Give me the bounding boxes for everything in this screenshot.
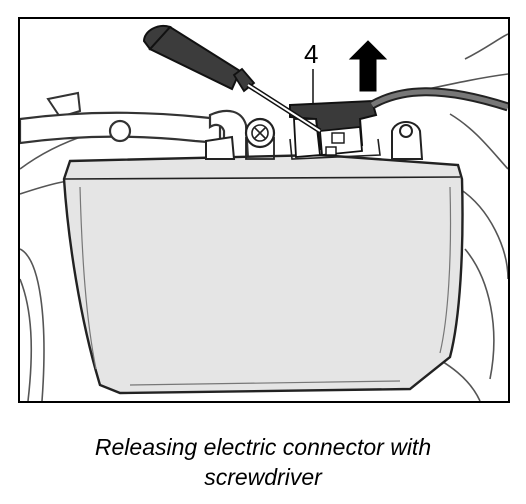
screwdriver: [142, 25, 322, 134]
mounting-screw: [244, 117, 276, 160]
up-arrow-icon: [348, 40, 388, 92]
electric-connector: [289, 99, 381, 160]
housing-mounting-tabs: [205, 121, 424, 160]
control-unit-housing: [62, 153, 464, 395]
illustration-frame: 4: [18, 17, 510, 403]
connector-illustration: 4: [20, 25, 508, 401]
mounting-bracket: [46, 91, 82, 119]
caption-line-1: Releasing electric connector with: [94, 434, 432, 460]
caption-line-2: screwdriver: [204, 464, 322, 490]
hose-assembly: [20, 109, 250, 161]
wiring-cable: [369, 87, 508, 112]
figure-caption: Releasing electric connector with screwd…: [0, 432, 526, 492]
callout-number: 4: [304, 39, 318, 69]
